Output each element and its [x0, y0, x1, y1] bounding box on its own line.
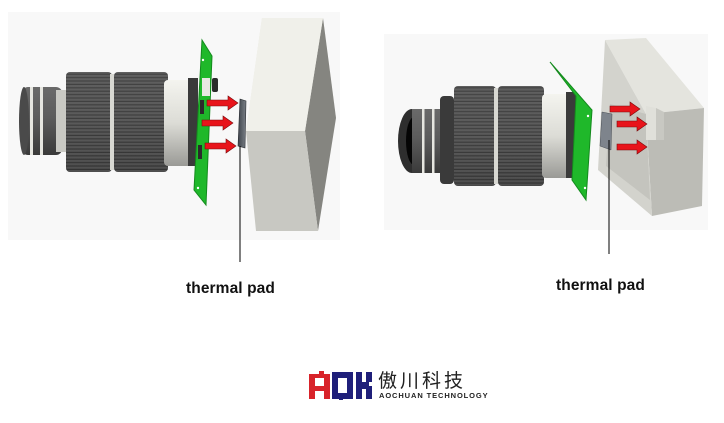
right-thermal-pad-label: thermal pad	[556, 277, 645, 294]
right-housing	[598, 38, 704, 216]
right-lens-module	[398, 86, 576, 186]
left-lens-module	[19, 72, 198, 172]
right-pcb	[549, 61, 593, 202]
right-heat-arrows	[609, 101, 648, 155]
left-thermal-pad	[237, 98, 247, 149]
right-thermal-pad	[599, 111, 613, 151]
left-heat-sink-block	[246, 18, 336, 231]
left-thermal-pad-label: thermal pad	[186, 280, 275, 297]
logo-chinese-name: 傲川科技	[378, 370, 467, 392]
left-heat-arrows	[201, 95, 239, 154]
logo-english-name: AOCHUAN TECHNOLOGY	[379, 391, 489, 400]
aok-logo-mark	[309, 371, 372, 400]
